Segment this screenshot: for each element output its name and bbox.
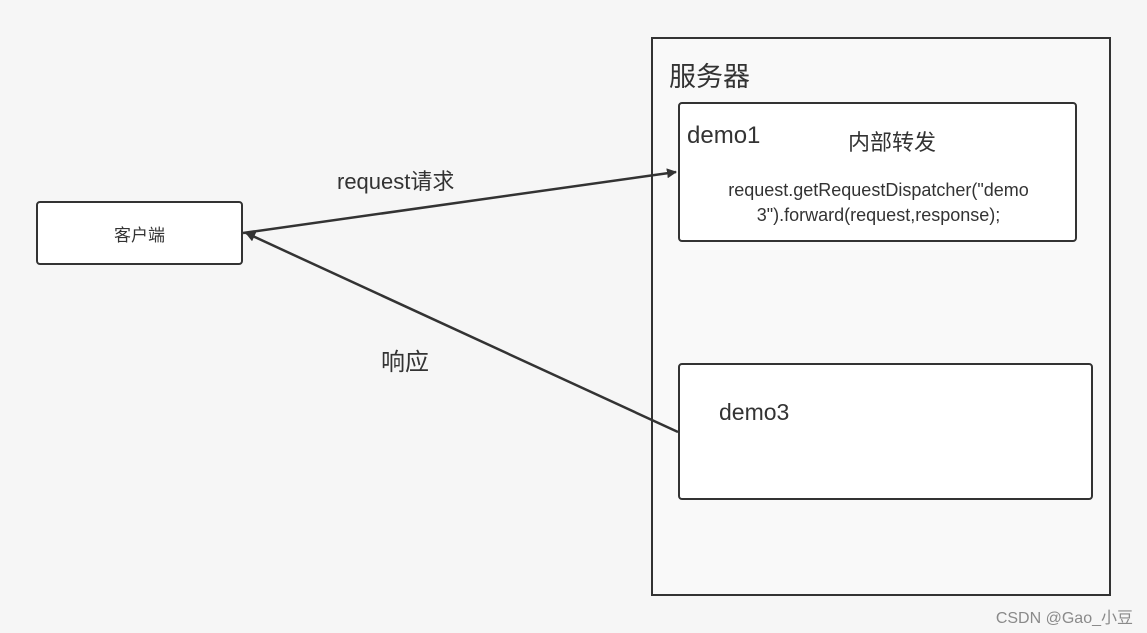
client-label: 客户端 <box>114 225 165 245</box>
request-arrow-label: request请求 <box>337 169 455 194</box>
forward-code-line-1: request.getRequestDispatcher("demo <box>728 180 1029 200</box>
internal-forward-label: 内部转发 <box>848 130 937 155</box>
request-arrow <box>242 168 677 235</box>
server-title: 服务器 <box>669 62 750 92</box>
demo1-box <box>678 102 1077 242</box>
demo1-label: demo1 <box>687 122 761 149</box>
watermark: CSDN @Gao_小豆 <box>995 610 1133 627</box>
demo3-box <box>678 363 1093 500</box>
client-box: 客户端 <box>36 201 243 265</box>
forward-code-line-2: 3").forward(request,response); <box>756 205 1001 225</box>
response-arrow-label: 响应 <box>381 349 429 376</box>
response-arrow <box>245 231 679 434</box>
demo3-label: demo3 <box>719 399 790 425</box>
